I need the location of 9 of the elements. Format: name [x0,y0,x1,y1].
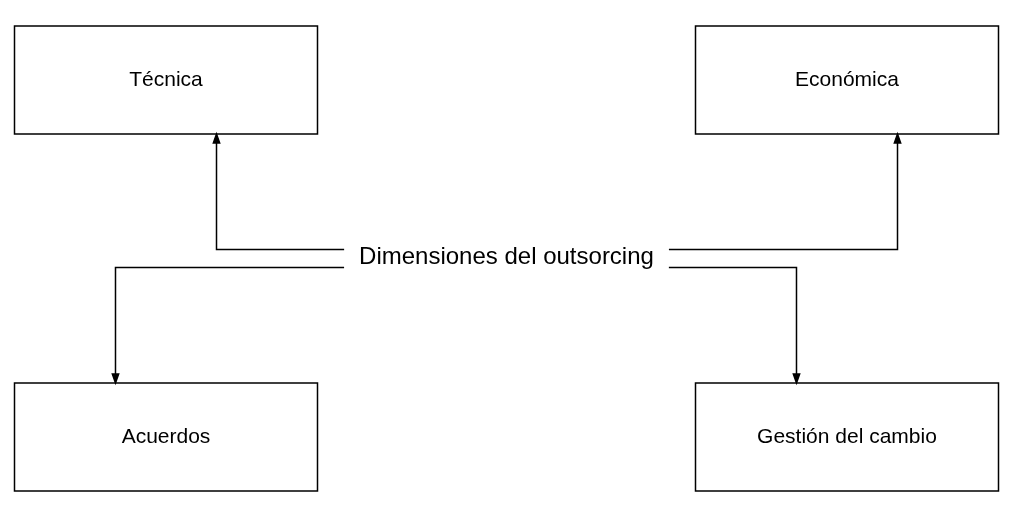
arrow [212,131,345,250]
node-box: Acuerdos [13,381,319,492]
node-box: Técnica [13,24,319,135]
arrow [668,131,902,250]
arrow [668,266,801,385]
node-text: Dimensiones del outsorcing [359,241,654,269]
arrow [111,266,345,385]
node-box: Gestión del cambio [694,381,1000,492]
node-box: Económica [694,24,1000,135]
